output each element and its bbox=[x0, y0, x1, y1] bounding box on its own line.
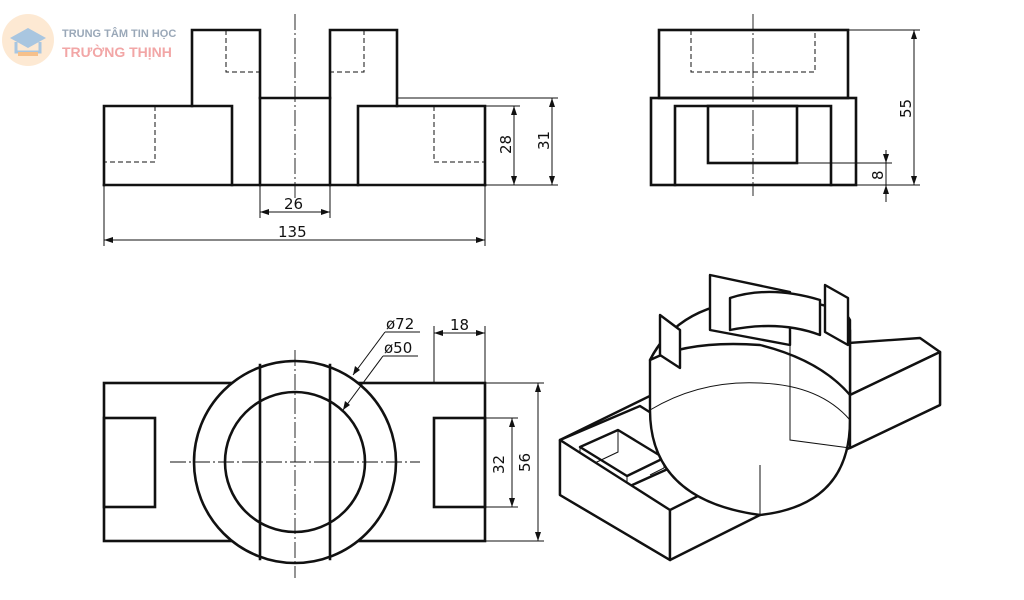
logo: TRUNG TÂM TIN HỌC TRƯỜNG THỊNH bbox=[2, 14, 176, 66]
top-view: ø72 ø50 18 32 56 bbox=[102, 315, 544, 578]
dim-phi72-label: ø72 bbox=[386, 315, 414, 333]
front-view: 26 135 28 31 bbox=[102, 14, 558, 246]
logo-line2: TRƯỜNG THỊNH bbox=[62, 43, 172, 60]
dim-18-label: 18 bbox=[450, 316, 469, 334]
dim-55-label: 55 bbox=[897, 99, 915, 118]
dim-56-label: 56 bbox=[516, 453, 534, 472]
dim-phi50-label: ø50 bbox=[384, 339, 412, 357]
logo-emblem-icon bbox=[2, 14, 54, 66]
dim-8-label: 8 bbox=[869, 170, 887, 180]
logo-line1: TRUNG TÂM TIN HỌC bbox=[62, 27, 176, 40]
dim-135-label: 135 bbox=[278, 223, 307, 241]
dim-26-label: 26 bbox=[284, 195, 303, 213]
dim-28-label: 28 bbox=[497, 135, 515, 154]
dim-32-label: 32 bbox=[490, 455, 508, 474]
dim-31-label: 31 bbox=[535, 131, 553, 150]
side-view: 55 8 bbox=[649, 14, 920, 202]
isometric-view bbox=[558, 273, 942, 562]
